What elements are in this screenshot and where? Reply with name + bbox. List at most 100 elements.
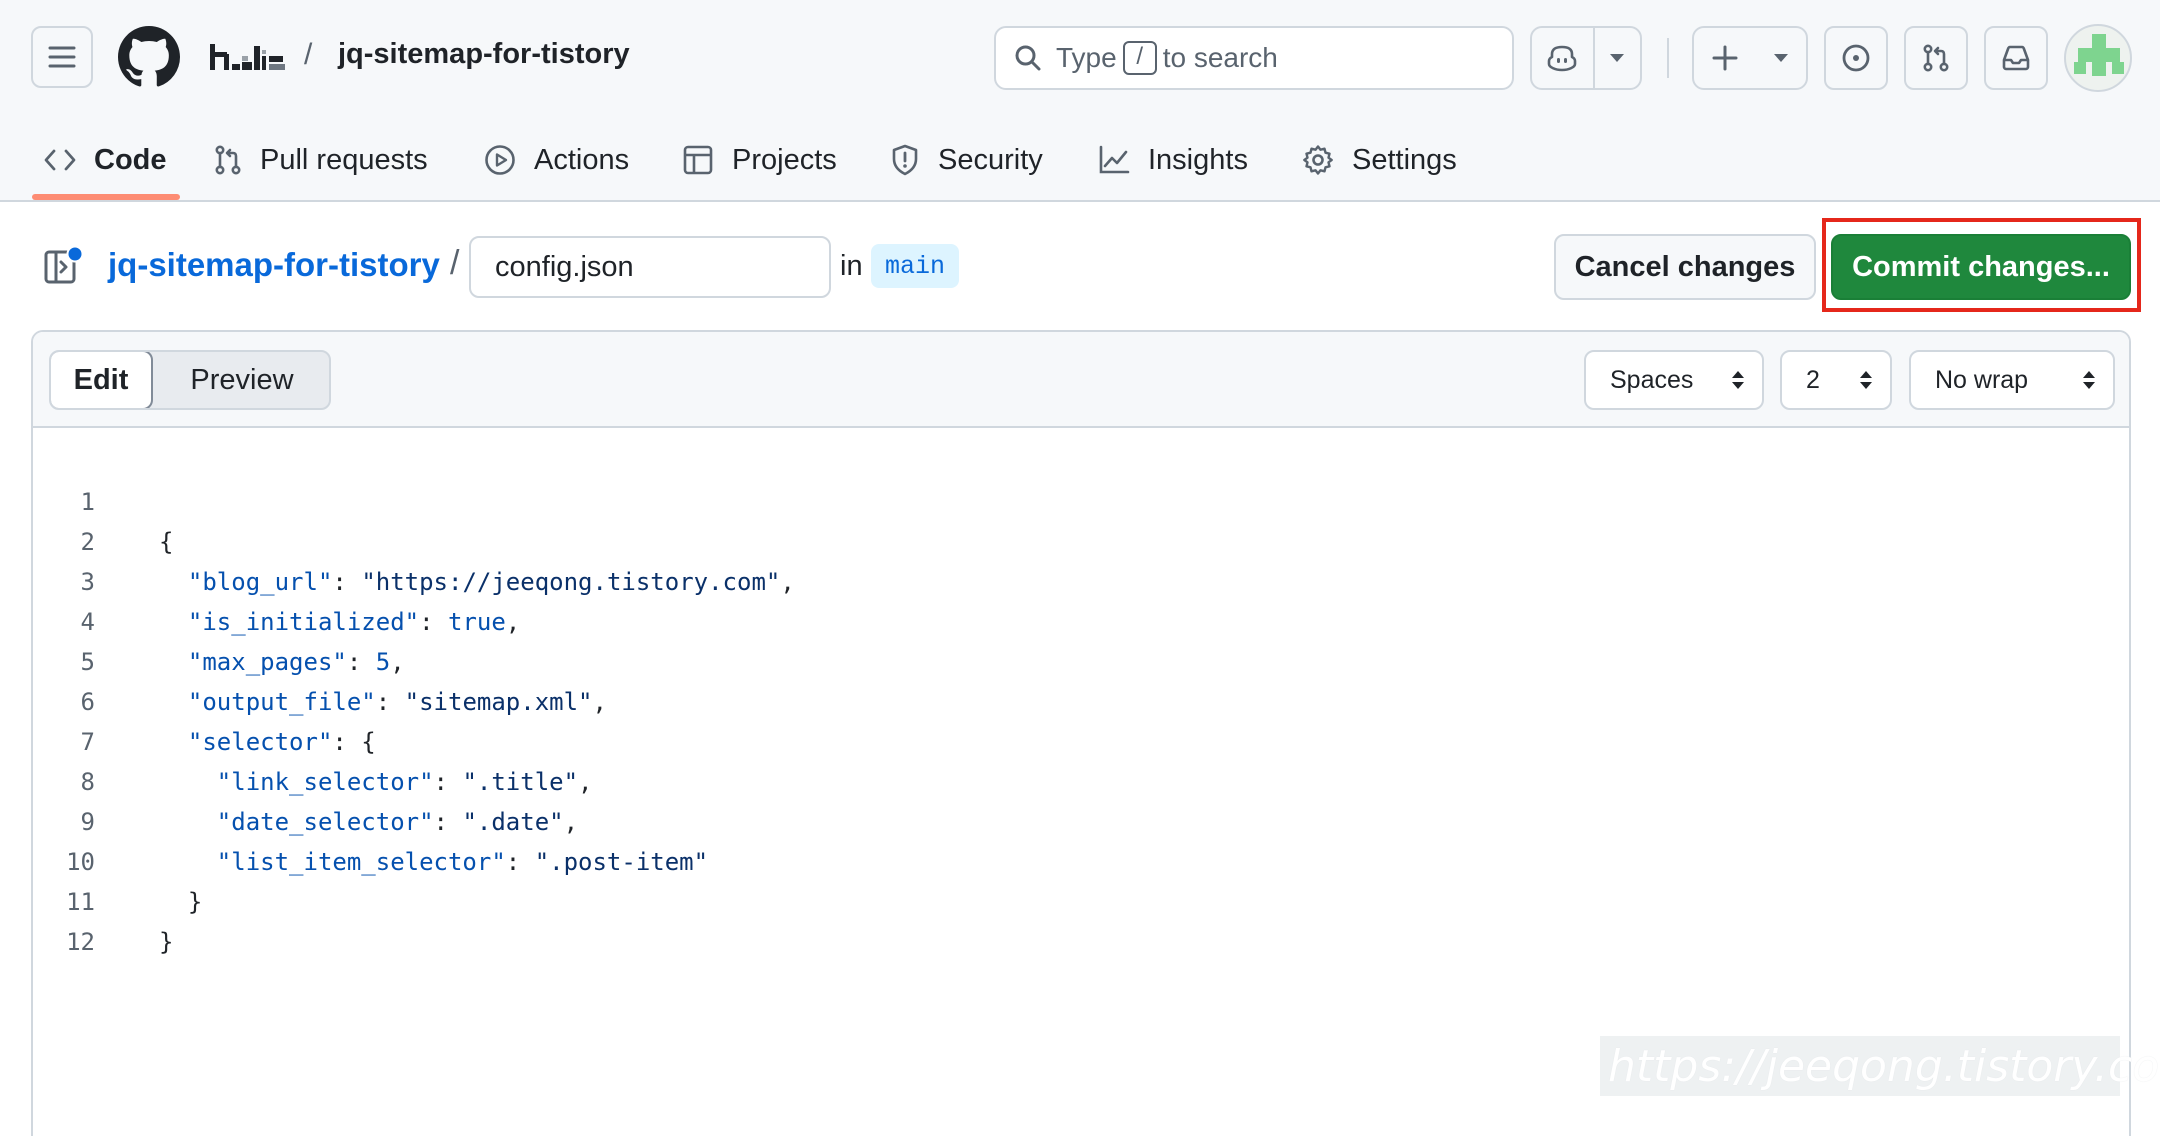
line-content: } [159, 928, 174, 956]
header-divider [1667, 38, 1669, 78]
line-content: } [187, 888, 203, 916]
preview-tab[interactable]: Preview [190, 363, 294, 396]
selected-tab-indicator [32, 194, 180, 200]
tab-pull-requests[interactable]: Pull requests [214, 120, 428, 200]
user-avatar[interactable] [2064, 24, 2132, 92]
copilot-button-group [1530, 26, 1642, 90]
triangle-down-icon [1774, 54, 1789, 62]
code-line: 11 } [33, 842, 2129, 956]
triangle-down-icon [1610, 54, 1625, 62]
code-line: 8 "date_selector": ".date", [33, 722, 2129, 836]
table-icon [683, 145, 713, 175]
line-content: "max_pages": 5, [187, 648, 405, 676]
tab-projects[interactable]: Projects [682, 120, 837, 200]
line-content: "link_selector": ".title", [216, 768, 593, 796]
cancel-changes-button[interactable]: Cancel changes [1554, 234, 1816, 300]
repo-nav-tabs: Code Pull requests Actions Projects Secu… [0, 120, 2160, 202]
menu-button[interactable] [31, 26, 93, 88]
issue-opened-icon [1842, 44, 1870, 72]
global-header: / jq-sitemap-for-tistory Type / to searc… [0, 0, 2160, 202]
branch-in-label: in [840, 250, 863, 282]
code-line: 1 { [33, 442, 2129, 556]
inbox-icon [2002, 45, 2030, 71]
shield-icon [892, 144, 918, 176]
line-content: "output_file": "sitemap.xml", [187, 688, 607, 716]
annotation-highlight-box [1822, 218, 2141, 312]
github-logo-icon[interactable] [118, 26, 180, 88]
pull-requests-button[interactable] [1904, 26, 1968, 90]
tab-label: Actions [534, 143, 630, 176]
line-number: 9 [80, 808, 95, 836]
line-content: "list_item_selector": ".post-item" [216, 848, 709, 876]
sidebar-expand-icon[interactable] [44, 246, 84, 286]
tab-label: Insights [1148, 143, 1248, 176]
editor-toolbar: Preview Edit Spaces 2 No wrap [33, 332, 2129, 428]
search-shortcut-key: / [1122, 41, 1157, 75]
line-number: 2 [80, 528, 95, 556]
line-number: 5 [80, 648, 95, 676]
gear-icon [1303, 145, 1333, 175]
code-line: 5 "output_file": "sitemap.xml", [33, 602, 2129, 716]
line-number: 10 [66, 848, 95, 876]
wrap-mode-value: No wrap [1935, 365, 2029, 394]
select-arrows-icon [1860, 371, 1872, 389]
tab-label: Settings [1352, 143, 1457, 176]
tab-settings[interactable]: Settings [1302, 120, 1457, 200]
filename-input[interactable]: config.json [469, 236, 831, 298]
code-line: 3 "is_initialized": true, [33, 522, 2129, 636]
watermark: https://jeeqong.tistory.com [1600, 1036, 2160, 1096]
line-number: 4 [80, 608, 95, 636]
breadcrumb-separator: / [304, 38, 313, 71]
tab-label: Security [938, 143, 1043, 176]
line-number: 3 [80, 568, 95, 596]
select-arrows-icon [2083, 371, 2095, 389]
commit-changes-button[interactable]: Commit changes... [1831, 234, 2131, 300]
tab-actions[interactable]: Actions [484, 120, 629, 200]
issues-button[interactable] [1824, 26, 1888, 90]
split-divider [1592, 28, 1595, 88]
edit-preview-toggle: Preview Edit [49, 350, 331, 410]
code-icon [44, 149, 76, 171]
edit-tab[interactable]: Edit [51, 352, 153, 408]
git-pull-request-icon [215, 145, 241, 175]
graph-icon [1099, 145, 1130, 174]
create-new-button[interactable] [1694, 28, 1757, 88]
code-editor: Preview Edit Spaces 2 No wrap 1 { 2 "blo… [31, 330, 2131, 1136]
branch-badge: main [871, 244, 960, 288]
repo-name-link[interactable]: jq-sitemap-for-tistory [338, 38, 630, 70]
line-number: 1 [80, 488, 95, 516]
tab-code[interactable]: Code [44, 120, 167, 200]
git-pull-request-icon [1923, 44, 1949, 72]
line-number: 6 [80, 688, 95, 716]
search-icon [1015, 45, 1041, 71]
select-arrows-icon [1732, 371, 1744, 389]
tab-label: Projects [732, 143, 837, 176]
wrap-mode-select[interactable]: No wrap [1909, 350, 2115, 410]
inbox-button[interactable] [1984, 26, 2048, 90]
copilot-icon [1548, 45, 1577, 72]
indent-mode-select[interactable]: Spaces [1584, 350, 1764, 410]
copilot-button[interactable] [1532, 28, 1593, 88]
tab-label: Code [94, 143, 167, 176]
identicon-icon [2074, 34, 2124, 76]
copilot-dropdown[interactable] [1595, 28, 1640, 88]
tab-insights[interactable]: Insights [1098, 120, 1248, 200]
code-line: 12 [33, 882, 2129, 956]
line-content: { [159, 528, 174, 556]
indent-size-select[interactable]: 2 [1780, 350, 1892, 410]
indent-size-value: 2 [1806, 365, 1820, 394]
create-new-dropdown[interactable] [1757, 28, 1806, 88]
play-icon [485, 145, 515, 175]
code-line: 9 "list_item_selector": ".post-item" [33, 762, 2129, 876]
tab-label: Pull requests [260, 143, 428, 176]
hamburger-icon [48, 46, 76, 68]
code-line: 2 "blog_url": "https://jeeqong.tistory.c… [33, 482, 2129, 596]
file-path-repo-link[interactable]: jq-sitemap-for-tistory [108, 246, 440, 283]
tab-security[interactable]: Security [890, 120, 1043, 200]
search-input[interactable]: Type / to search [994, 26, 1514, 90]
line-content: "blog_url": "https://jeeqong.tistory.com… [187, 568, 795, 596]
line-number: 8 [80, 768, 95, 796]
code-area[interactable]: 1 { 2 "blog_url": "https://jeeqong.tisto… [33, 442, 2129, 956]
code-line: 6 "selector": { [33, 642, 2129, 756]
owner-name-obscured[interactable] [210, 40, 286, 76]
